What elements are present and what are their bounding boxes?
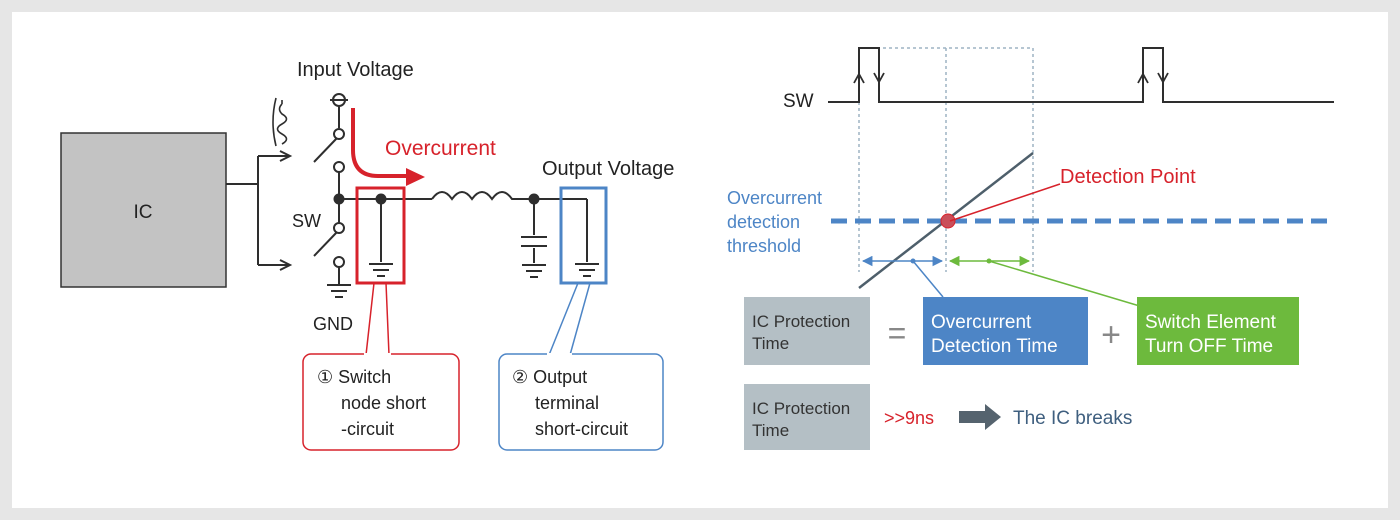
ic-protection-time-box-2	[744, 384, 870, 450]
ic-protection-time-line1: IC Protection	[752, 312, 850, 331]
high-side-switch-blade	[313, 137, 338, 163]
ic-gate-drive-wires	[226, 155, 288, 266]
overcurrent-label: Overcurrent	[385, 137, 496, 160]
threshold-label-line3: threshold	[727, 236, 801, 256]
detection-point-label: Detection Point	[1060, 166, 1196, 188]
equals-sign: =	[888, 315, 907, 351]
plus-sign: +	[1101, 316, 1121, 354]
ic-protection-time-2-line2: Time	[752, 421, 789, 440]
sw-waveform-label: SW	[783, 91, 814, 112]
gate-arrowhead-bottom	[279, 259, 293, 271]
ic-block	[60, 132, 227, 288]
threshold-label-line1: Overcurrent	[727, 188, 822, 208]
sw-waveform	[828, 47, 1334, 103]
figure-panel: IC Input Voltage Overcurrent Output Volt…	[12, 12, 1388, 508]
ic-breaks-label: The IC breaks	[1013, 408, 1132, 429]
detection-point-marker	[940, 213, 956, 229]
output-voltage-label: Output Voltage	[542, 158, 674, 180]
duration-label: >>9ns	[884, 408, 934, 428]
ic-protection-time-line2: Time	[752, 334, 789, 353]
switch-turnoff-time-box	[1137, 297, 1299, 365]
result-arrow-icon	[959, 404, 1001, 430]
ic-protection-time-2-line1: IC Protection	[752, 399, 850, 418]
callout-2-text-line2: terminal	[535, 393, 599, 413]
callout-1-text-line3: -circuit	[341, 419, 394, 439]
low-side-switch-blade	[313, 231, 338, 257]
ac-source-symbol	[272, 97, 288, 147]
inductor	[431, 191, 587, 201]
sw-fall-arrow-1	[873, 58, 885, 84]
switch-turnoff-time-line2: Turn OFF Time	[1145, 336, 1273, 357]
overcurrent-arrowhead	[406, 168, 425, 186]
callout-1-text-line2: node short	[341, 393, 426, 413]
overcurrent-path	[351, 108, 410, 178]
threshold-label-line2: detection	[727, 212, 800, 232]
detection-point-leader	[949, 183, 1061, 222]
gate-arrowhead-top	[279, 150, 293, 162]
sw-node-label: SW	[292, 211, 321, 231]
output-capacitor	[521, 199, 547, 278]
input-voltage-label: Input Voltage	[297, 59, 414, 81]
low-side-switch-contact	[333, 222, 345, 234]
callout-1-pointer	[365, 282, 390, 356]
high-side-switch-contact	[333, 128, 345, 140]
detection-time-leader	[912, 260, 944, 298]
sw-rise-arrow-1	[853, 72, 865, 98]
callout-2-pointer	[548, 282, 591, 356]
output-short-highlight	[559, 186, 608, 285]
timing-guide-lines	[858, 47, 1034, 272]
ic-label: IC	[134, 202, 153, 223]
overcurrent-protection-diagram: IC Input Voltage Overcurrent Output Volt…	[60, 47, 1334, 451]
callout-2-text-line1: ② Output	[512, 367, 587, 387]
overcurrent-detection-time-line1: Overcurrent	[931, 312, 1032, 333]
overcurrent-detection-time-line2: Detection Time	[931, 336, 1058, 357]
callout-2-text-line3: short-circuit	[535, 419, 628, 439]
callout-2-box	[498, 353, 664, 451]
ic-protection-time-box	[744, 297, 870, 365]
overcurrent-detection-time-box	[923, 297, 1088, 365]
sw-fall-arrow-2	[1157, 58, 1169, 84]
switch-turnoff-time-line1: Switch Element	[1145, 312, 1277, 333]
circuit-schematic	[60, 93, 599, 298]
switch-node-short-highlight	[355, 186, 406, 285]
gnd-label: GND	[313, 314, 353, 334]
sw-rise-arrow-2	[1137, 72, 1149, 98]
turnoff-time-leader	[988, 260, 1144, 308]
gnd-symbol	[327, 284, 351, 298]
callout-1-text-line1: ① Switch	[317, 367, 391, 387]
